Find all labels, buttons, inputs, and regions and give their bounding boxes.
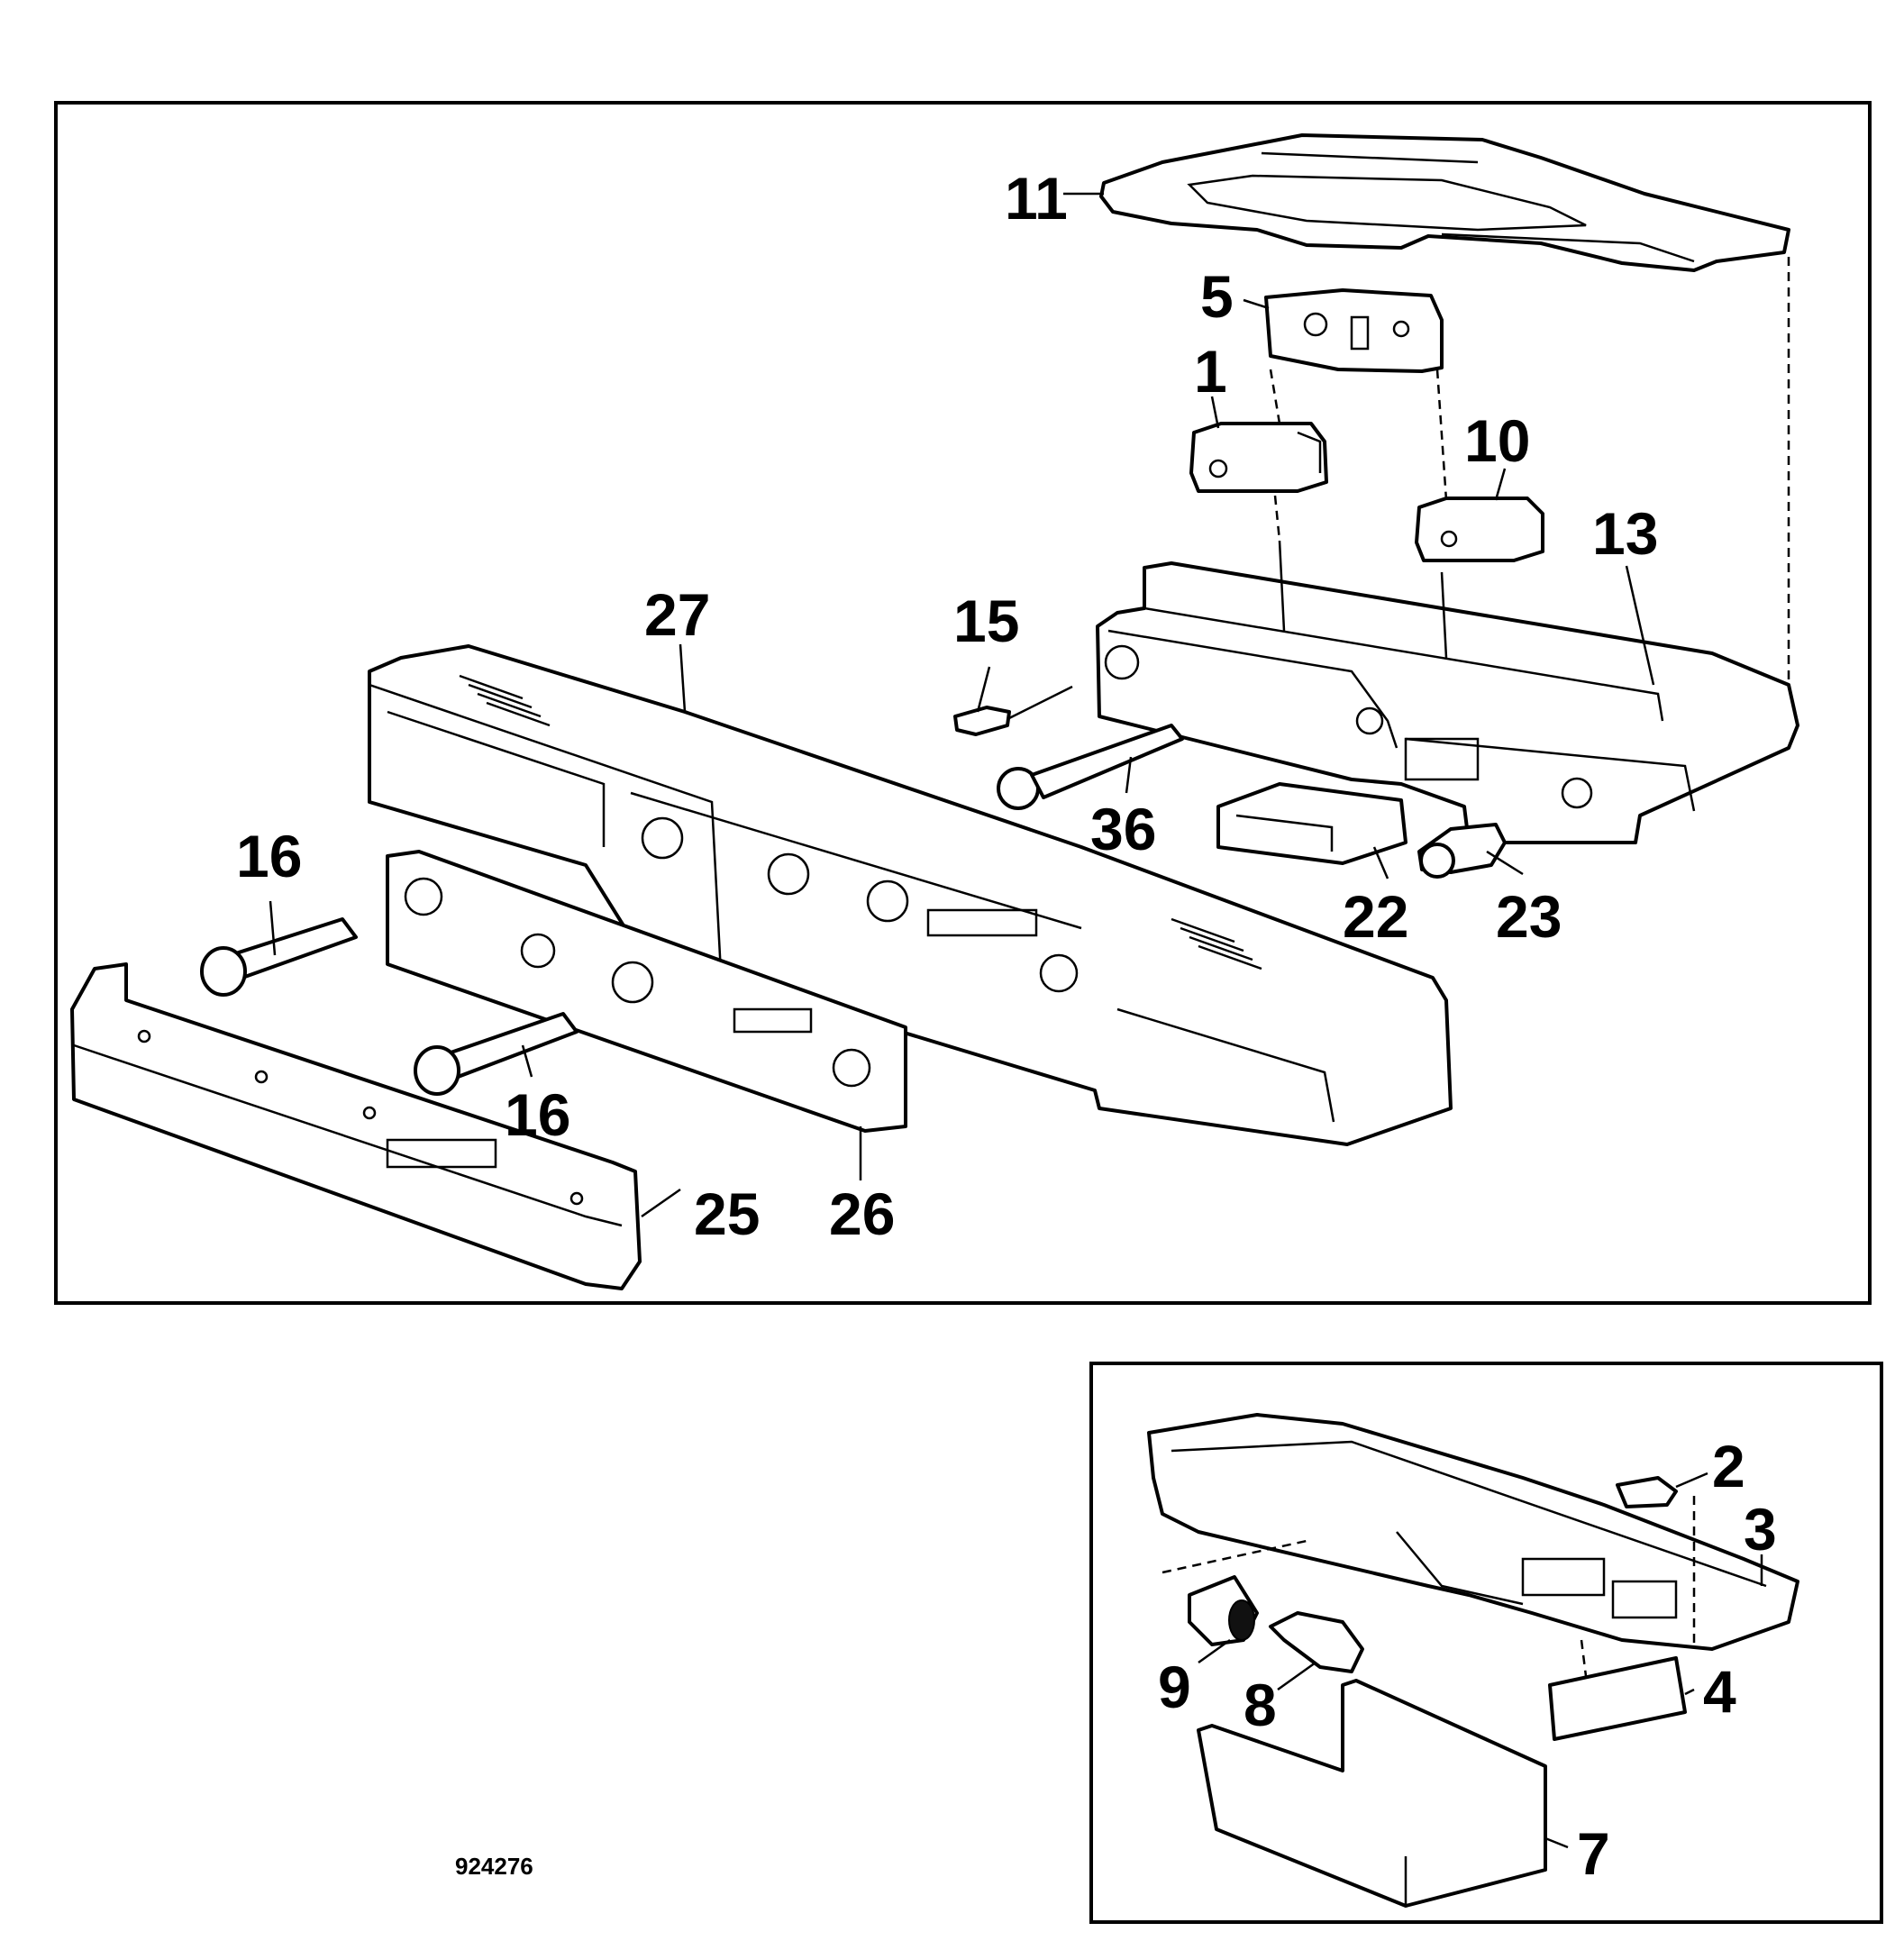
main-frame	[54, 101, 1872, 1305]
callout-8: 8	[1244, 1672, 1277, 1738]
part-10-switch	[1415, 497, 1544, 562]
callout-2: 2	[1712, 1433, 1745, 1499]
part-22-bezel	[1216, 782, 1408, 865]
callout-13: 13	[1592, 500, 1658, 567]
callout-36: 36	[1090, 796, 1156, 862]
callout-23: 23	[1496, 883, 1562, 950]
callout-4: 4	[1703, 1658, 1736, 1725]
callout-22: 22	[1343, 883, 1408, 950]
part-25-trim-rail	[70, 962, 642, 1290]
callout-1: 1	[1194, 338, 1227, 405]
part-5-circuit-board	[1264, 288, 1444, 373]
part-16-knob-upper	[200, 917, 358, 997]
callout-25: 25	[694, 1180, 760, 1247]
callout-11: 11	[1005, 165, 1068, 232]
callout-3: 3	[1744, 1496, 1777, 1563]
callout-5: 5	[1200, 263, 1234, 330]
callout-10: 10	[1464, 407, 1530, 474]
part-11-cover-plate	[1099, 133, 1790, 272]
part-23-bulb-holder	[1417, 823, 1507, 879]
callout-15: 15	[953, 588, 1019, 654]
leader-lines	[269, 192, 1763, 1849]
callout-16-lower: 16	[505, 1081, 570, 1148]
inset-part-7-cover	[1197, 1679, 1547, 1908]
callout-9: 9	[1158, 1654, 1191, 1720]
part-16-knob-lower	[414, 1012, 578, 1096]
part-36-lever	[997, 724, 1184, 810]
inset-part-9-bulb	[1188, 1575, 1259, 1646]
part-1-switch	[1189, 422, 1328, 493]
part-27-main-panel	[368, 644, 1453, 1146]
part-15-connector	[953, 685, 1073, 736]
callout-27: 27	[644, 581, 710, 648]
inset-part-2-clip	[1616, 1476, 1678, 1508]
callout-26: 26	[829, 1180, 895, 1247]
inset-part-4-lens	[1548, 1656, 1687, 1741]
part-26-faceplate	[386, 850, 907, 1133]
inset-part-3-tray	[1147, 1413, 1799, 1651]
callout-7: 7	[1577, 1820, 1610, 1887]
drawing-number: 924276	[455, 1853, 533, 1880]
part-13-housing	[1096, 540, 1799, 844]
inset-part-8-bulb	[1269, 1611, 1364, 1673]
inset-frame	[1089, 1362, 1883, 1924]
callout-16-upper: 16	[236, 823, 302, 889]
